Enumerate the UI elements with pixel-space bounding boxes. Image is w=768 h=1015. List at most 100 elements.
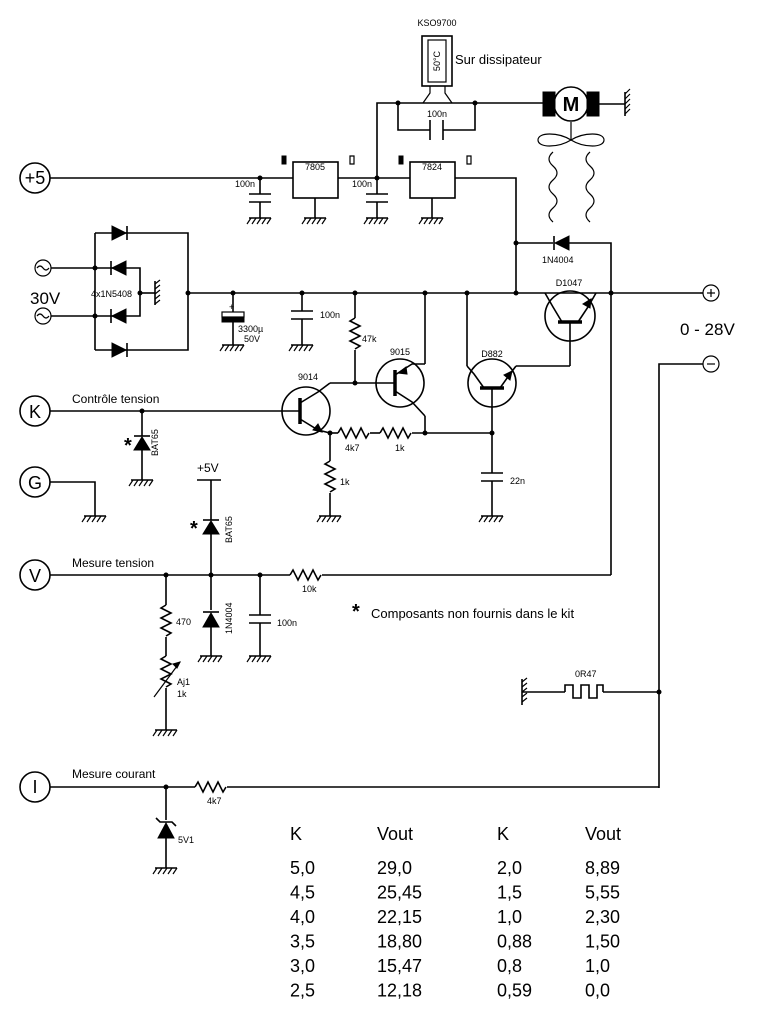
- ac-input-terminal-bottom: [34, 307, 52, 325]
- asterisk-mark: *: [124, 435, 132, 457]
- zener-5v1: [155, 817, 177, 839]
- diode-bat65-label: BAT65: [150, 429, 160, 456]
- cap-main2-label: 100n: [320, 310, 340, 320]
- table-cell: 4,0: [290, 907, 315, 927]
- transistor-d1047-label: D1047: [556, 278, 583, 288]
- asterisk-mark-2: *: [190, 518, 198, 540]
- output-plus-terminal: [702, 284, 720, 302]
- resistor-470-label: 470: [176, 617, 191, 627]
- plus5v-label: +5V: [197, 461, 219, 475]
- resistor-1k-label: 1k: [395, 443, 405, 453]
- svg-text:7824: 7824: [422, 162, 442, 172]
- ground-zener: [152, 867, 178, 875]
- ground-diode-v: [197, 655, 223, 663]
- resistor-1k-ground-label: 1k: [340, 477, 350, 487]
- input-voltage-label: 30V: [30, 289, 61, 308]
- table-header-k1: K: [290, 824, 302, 844]
- fan-icon: [537, 122, 605, 223]
- cap-reg2-label: 100n: [352, 179, 372, 189]
- table-header-vout2: Vout: [585, 824, 621, 844]
- resistor-1k-emitter: [379, 426, 412, 440]
- resistor-470: [159, 604, 173, 637]
- control-voltage-label: Contrôle tension: [72, 392, 159, 406]
- table-row: 2,5 12,18 0,59 0,0: [290, 981, 610, 1001]
- ground-22n: [478, 515, 504, 523]
- transistor-9015-label: 9015: [390, 347, 410, 357]
- diode-1n4004-v-label: 1N4004: [224, 602, 234, 634]
- cap-main-electrolytic: +: [221, 302, 245, 323]
- transistor-9015: [355, 358, 426, 417]
- svg-text:+5: +5: [25, 168, 46, 188]
- svg-text:K: K: [29, 402, 41, 422]
- terminal-v: V: [19, 559, 51, 591]
- table-cell: 18,80: [377, 932, 422, 952]
- ground-cap-reg2: [363, 217, 389, 225]
- ground-cap-v: [246, 655, 272, 663]
- svg-text:I: I: [32, 777, 37, 797]
- table-cell: 0,0: [585, 981, 610, 1001]
- trimmer-aj1-label: Aj1: [177, 677, 190, 687]
- table-cell: 2,30: [585, 907, 620, 927]
- resistor-10k: [289, 568, 322, 582]
- motor: M: [542, 86, 600, 122]
- table-cell: 2,0: [497, 858, 522, 878]
- output-range-label: 0 - 28V: [680, 320, 735, 339]
- ground-diode-control: [128, 479, 154, 487]
- cap-sensor-label: 100n: [427, 109, 447, 119]
- table-cell: 8,89: [585, 858, 620, 878]
- table-cell: 5,55: [585, 883, 620, 903]
- zener-label: 5V1: [178, 835, 194, 845]
- table-cell: 4,5: [290, 883, 315, 903]
- voltage-measure-label: Mesure tension: [72, 556, 154, 570]
- current-measure-label: Mesure courant: [72, 767, 156, 781]
- resistor-10k-label: 10k: [302, 584, 317, 594]
- table-cell: 1,5: [497, 883, 522, 903]
- ac-input-terminal-top: [34, 259, 52, 277]
- cap-22n-label: 22n: [510, 476, 525, 486]
- cap-reg1-label: 100n: [235, 179, 255, 189]
- thermal-sensor: 50°C: [421, 35, 453, 87]
- trimmer-aj1: [159, 655, 173, 688]
- diode-bat65-v-label: BAT65: [224, 516, 234, 543]
- resistor-4k7-current-label: 4k7: [207, 796, 222, 806]
- sensor-label: KSO9700: [417, 18, 456, 28]
- svg-text:G: G: [28, 473, 42, 493]
- svg-text:+: +: [229, 302, 234, 312]
- table-cell: 29,0: [377, 858, 412, 878]
- transistor-d882-label: D882: [481, 349, 503, 359]
- note-asterisk: *: [352, 601, 360, 623]
- table-cell: 12,18: [377, 981, 422, 1001]
- ground-reg1: [301, 217, 327, 225]
- table-cell: 0,59: [497, 981, 532, 1001]
- ground-cap-reg1: [246, 217, 272, 225]
- svg-text:50°C: 50°C: [432, 50, 442, 71]
- shunt-0r47: [564, 684, 604, 699]
- cap-100n-v-label: 100n: [277, 618, 297, 628]
- table-cell: 2,5: [290, 981, 315, 1001]
- bridge-diode-1: [111, 225, 128, 241]
- table-cell: 1,50: [585, 932, 620, 952]
- bridge-diode-4: [111, 342, 128, 358]
- resistor-47k-label: 47k: [362, 334, 377, 344]
- diode-bat65-control: [133, 435, 151, 451]
- table-cell: 5,0: [290, 858, 315, 878]
- table-header-k2: K: [497, 824, 509, 844]
- terminal-plus5: +5: [19, 162, 51, 194]
- transistor-9014-label: 9014: [298, 372, 318, 382]
- svg-text:7805: 7805: [305, 162, 325, 172]
- output-minus-terminal: [702, 355, 720, 373]
- resistor-4k7-emitter: [337, 426, 370, 440]
- table-cell: 3,5: [290, 932, 315, 952]
- diode-bat65-v: [202, 519, 220, 535]
- terminal-k: K: [19, 395, 51, 427]
- table-cell: 1,0: [585, 956, 610, 976]
- regulator-7824: 7824: [398, 155, 472, 199]
- table-cell: 0,8: [497, 956, 522, 976]
- resistor-1k-ground: [323, 460, 337, 493]
- table-cell: 15,47: [377, 956, 422, 976]
